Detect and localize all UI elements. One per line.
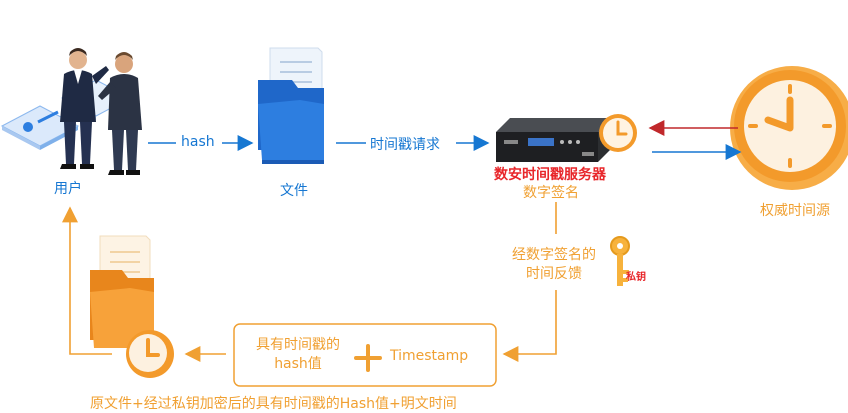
hash-edge-label: hash: [181, 134, 215, 150]
combine-left-label: 具有时间戳的 hash值: [248, 336, 348, 374]
file-folder-icon: [258, 47, 324, 164]
authority-label: 权威时间源: [760, 203, 830, 219]
person-icon: [60, 48, 109, 169]
server-subtitle: 数字签名: [523, 185, 579, 201]
arrow-server-feedback: [504, 202, 557, 354]
result-caption: 原文件+经过私钥加密后的具有时间戳的Hash值+明文时间: [90, 396, 457, 412]
timestamp-request-label: 时间戳请求: [370, 137, 440, 153]
feedback-label: 经数字签名的 时间反馈: [512, 246, 596, 284]
private-key-icon: [610, 236, 630, 286]
person-icon: [98, 52, 142, 175]
authority-clock-icon: [730, 66, 848, 190]
arrow-folder-to-user: [62, 206, 112, 355]
file-label: 文件: [280, 183, 308, 199]
private-key-label: 私钥: [626, 272, 646, 283]
user-label: 用户: [54, 181, 82, 197]
users-illustration: [0, 48, 142, 175]
clock-icon: [126, 330, 174, 378]
plus-icon: [354, 344, 382, 372]
feedback-line: 经数字签名的: [512, 247, 596, 263]
server-title: 数安时间戳服务器: [494, 167, 606, 183]
combine-box: [233, 323, 497, 387]
clock-icon: [599, 114, 637, 152]
feedback-line: 时间反馈: [526, 266, 582, 282]
combine-left-line: 具有时间戳的: [256, 337, 340, 353]
combine-left-line: hash值: [274, 356, 322, 372]
combine-right-label: Timestamp: [390, 348, 469, 364]
server-icon: [496, 118, 612, 162]
signed-file-folder-icon: [90, 235, 154, 348]
